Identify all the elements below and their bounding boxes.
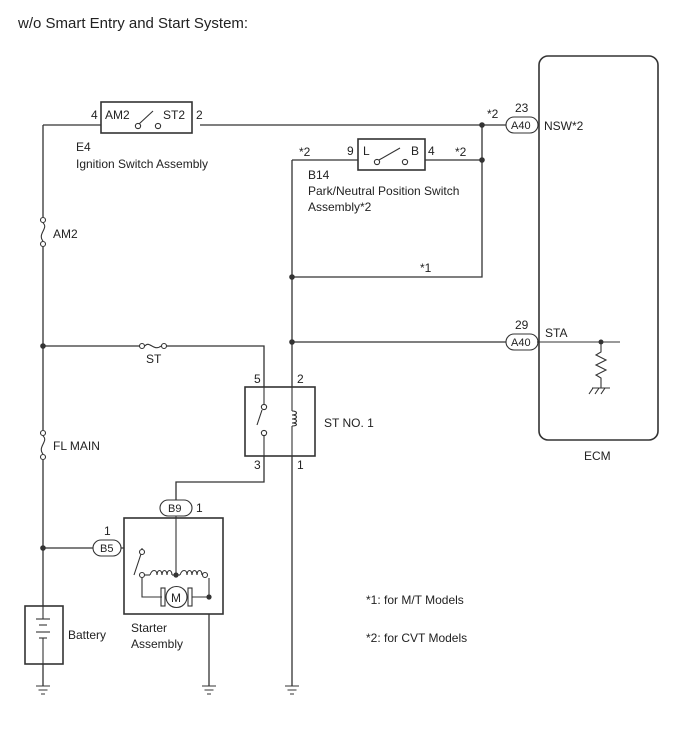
relay-pin1: 1: [297, 458, 304, 472]
ground-symbols: [36, 685, 299, 695]
relay-pin5: 5: [254, 372, 261, 386]
ecm-block: ECM NSW*2 STA: [537, 55, 659, 463]
pn-switch-pin-left: 9: [347, 144, 354, 158]
pn-switch-code: B14: [308, 168, 330, 182]
b5-pin: 1: [104, 524, 111, 538]
battery-label: Battery: [68, 628, 106, 642]
mt-bypass-note: *1: [420, 261, 432, 275]
relay-st-no1: 5 2 3 1 ST NO. 1: [244, 372, 374, 472]
connector-a40-sta-pin: 29: [515, 318, 529, 332]
ignition-switch-name: Ignition Switch Assembly: [76, 157, 208, 171]
pn-switch-name-line2: Assembly*2: [308, 200, 372, 214]
starter-assembly: B9 1 B5 1 M Starter Assembly: [92, 499, 224, 651]
pn-switch-terminal-l: L: [363, 144, 370, 158]
relay-label: ST NO. 1: [324, 416, 374, 430]
connector-a40-nsw-label: A40: [511, 120, 531, 132]
fuse-fl-main-label: FL MAIN: [53, 439, 100, 453]
b9-pin: 1: [196, 501, 203, 515]
relay-ground-icon: [285, 685, 299, 695]
fuse-am2-label: AM2: [53, 227, 78, 241]
pn-switch-terminal-b: B: [411, 144, 419, 158]
junction-dots: [40, 122, 485, 551]
ignition-switch-code: E4: [76, 140, 91, 154]
ignition-switch-terminal-st2: ST2: [163, 108, 185, 122]
connector-a40-sta-label: A40: [511, 337, 531, 349]
fuse-fl-main: FL MAIN: [39, 429, 100, 461]
fuse-st: ST: [138, 342, 168, 366]
motor-symbol: M: [171, 591, 181, 605]
pn-switch-pin-right: 4: [428, 144, 435, 158]
starter-label-line2: Assembly: [131, 637, 183, 651]
b5-connector-label: B5: [100, 543, 113, 555]
ignition-switch-pin-left: 4: [91, 108, 98, 122]
wires: [42, 124, 539, 686]
b9-connector-label: B9: [168, 503, 181, 515]
battery: Battery: [24, 605, 106, 665]
relay-pin3: 3: [254, 458, 261, 472]
fuse-am2: AM2: [39, 216, 78, 248]
pn-switch-note-right: *2: [455, 145, 467, 159]
battery-ground-icon: [36, 685, 50, 695]
connector-a40-nsw: A40 23 *2: [487, 101, 539, 134]
starter-ground-icon: [202, 685, 216, 695]
ignition-switch-terminal-am2: AM2: [105, 108, 130, 122]
ignition-switch: 4 2 AM2 ST2 E4 Ignition Switch Assembly: [76, 101, 208, 171]
ecm-internal-resistor: [537, 339, 620, 395]
relay-pin2: 2: [297, 372, 304, 386]
ecm-nsw-signal: NSW*2: [544, 119, 584, 133]
note-cvt-models: *2: for CVT Models: [366, 631, 467, 645]
ecm-sta-signal: STA: [545, 326, 567, 340]
park-neutral-switch: 9 4 L B *2 *2 B14 Park/Neutral Position …: [299, 138, 467, 214]
ecm-label: ECM: [584, 449, 611, 463]
nsw-cvt-note: *2: [487, 107, 499, 121]
ignition-switch-pin-right: 2: [196, 108, 203, 122]
connector-a40-nsw-pin: 23: [515, 101, 529, 115]
diagram-title: w/o Smart Entry and Start System:: [17, 15, 248, 32]
pn-switch-name-line1: Park/Neutral Position Switch: [308, 184, 459, 198]
fuse-st-label: ST: [146, 352, 162, 366]
note-mt-models: *1: for M/T Models: [366, 593, 464, 607]
starter-label-line1: Starter: [131, 621, 167, 635]
pn-switch-note-left: *2: [299, 145, 311, 159]
connector-a40-sta: A40 29: [505, 318, 539, 351]
